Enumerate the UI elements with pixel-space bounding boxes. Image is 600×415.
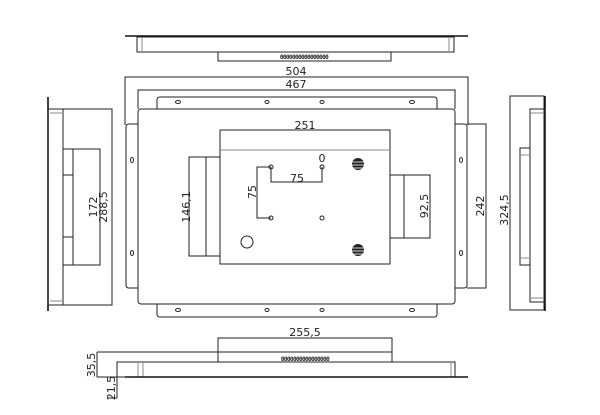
dim-depth-body: 21,5 bbox=[105, 376, 118, 401]
left-side-view: 172 288,5 bbox=[47, 97, 113, 311]
dim-bottom-box-width: 255,5 bbox=[289, 326, 321, 339]
round-port-icon bbox=[240, 235, 254, 249]
vent-grille-icon bbox=[352, 158, 364, 170]
dim-left-box-height: 146,1 bbox=[180, 191, 193, 223]
dim-vesa-vertical: 75 bbox=[246, 185, 259, 199]
dim-flange-width: 467 bbox=[286, 78, 307, 91]
connector-pins-bottom: 0000000000000000 bbox=[281, 356, 330, 363]
back-view: 251 146,1 92,5 75 75 0 bbox=[125, 77, 487, 318]
top-view: 0000000000000000 bbox=[125, 35, 468, 62]
dim-right-box-height: 92,5 bbox=[418, 194, 431, 219]
vent-grille-icon bbox=[352, 244, 364, 256]
flange-holes bbox=[130, 100, 463, 312]
bottom-view: 255,5 0000000000000000 35,5 21,5 bbox=[85, 326, 468, 400]
width-dimensions: 504 467 bbox=[124, 65, 469, 125]
dim-side-outer: 288,5 bbox=[97, 191, 110, 223]
dim-body-height: 242 bbox=[474, 196, 487, 217]
right-side-view: 324,5 bbox=[498, 95, 546, 311]
dim-side-inner: 172 bbox=[87, 197, 100, 218]
connector-pins-top: 0000000000000000 bbox=[280, 54, 329, 61]
dim-overall-height: 324,5 bbox=[498, 194, 511, 226]
dim-depth-total: 35,5 bbox=[85, 353, 98, 378]
dim-overall-width: 504 bbox=[286, 65, 307, 78]
dim-vesa-horizontal: 75 bbox=[290, 172, 304, 185]
origin-mark: 0 bbox=[319, 152, 326, 165]
dim-back-panel-width: 251 bbox=[295, 119, 316, 132]
